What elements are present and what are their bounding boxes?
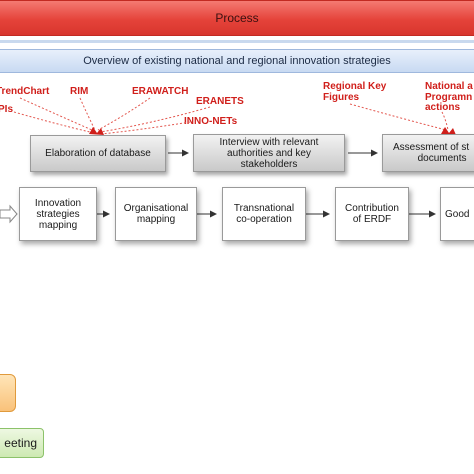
orange-partial-box	[0, 374, 16, 412]
transnational-cooperation-label: Transnational co-operation	[233, 203, 295, 225]
interview-stakeholders-box: Interview with relevant authorities and …	[193, 134, 345, 172]
contribution-of-erdf-label: Contribution of ERDF	[345, 203, 399, 225]
entry-block-arrow	[0, 204, 18, 224]
elaboration-of-database-box: Elaboration of database	[30, 135, 166, 172]
source-trendchart: TrendChart	[0, 86, 50, 97]
separator-line	[0, 40, 474, 43]
transnational-cooperation-box: Transnational co-operation	[222, 187, 306, 241]
organisational-mapping-box: Organisational mapping	[115, 187, 197, 241]
meeting-label: eeting	[4, 436, 37, 450]
overview-label: Overview of existing national and region…	[83, 55, 391, 67]
assessment-documents-box: Assessment of st documents	[382, 134, 474, 172]
good-practice-label: Good	[445, 208, 470, 220]
source-national-line3: actions	[425, 102, 461, 113]
process-label: Process	[215, 11, 259, 25]
process-header-bar: Process	[0, 0, 474, 36]
interview-stakeholders-label: Interview with relevant authorities and …	[219, 136, 319, 170]
source-erawatch: ERAWATCH	[132, 86, 189, 97]
innovation-strategies-mapping-label: Innovation strategies mapping	[34, 197, 82, 231]
source-eranets: ERANETS	[196, 96, 244, 107]
innovation-strategies-mapping-box: Innovation strategies mapping	[19, 187, 97, 241]
source-regional-key-figures-line1: Regional Key	[323, 81, 387, 92]
elaboration-of-database-label: Elaboration of database	[45, 148, 151, 159]
source-regional-key-figures-line2: Figures	[323, 92, 360, 103]
source-inno-nets: INNO-NETs	[184, 116, 238, 127]
source-rim: RIM	[70, 86, 89, 97]
assessment-label-line2: documents	[417, 153, 467, 164]
source-pis: PIs	[0, 104, 14, 115]
overview-bar: Overview of existing national and region…	[0, 49, 474, 73]
assessment-label-line1: Assessment of st	[393, 142, 470, 153]
join-mark-left	[89, 127, 104, 135]
meeting-box: eeting	[0, 428, 44, 458]
source-national-line2: Programn	[425, 92, 473, 103]
contribution-of-erdf-box: Contribution of ERDF	[335, 187, 409, 241]
source-dotted-lines	[13, 97, 449, 135]
organisational-mapping-label: Organisational mapping	[123, 203, 189, 225]
join-mark-right	[441, 127, 456, 135]
good-practice-box: Good	[440, 187, 474, 241]
source-national-line1: National a	[425, 81, 473, 92]
